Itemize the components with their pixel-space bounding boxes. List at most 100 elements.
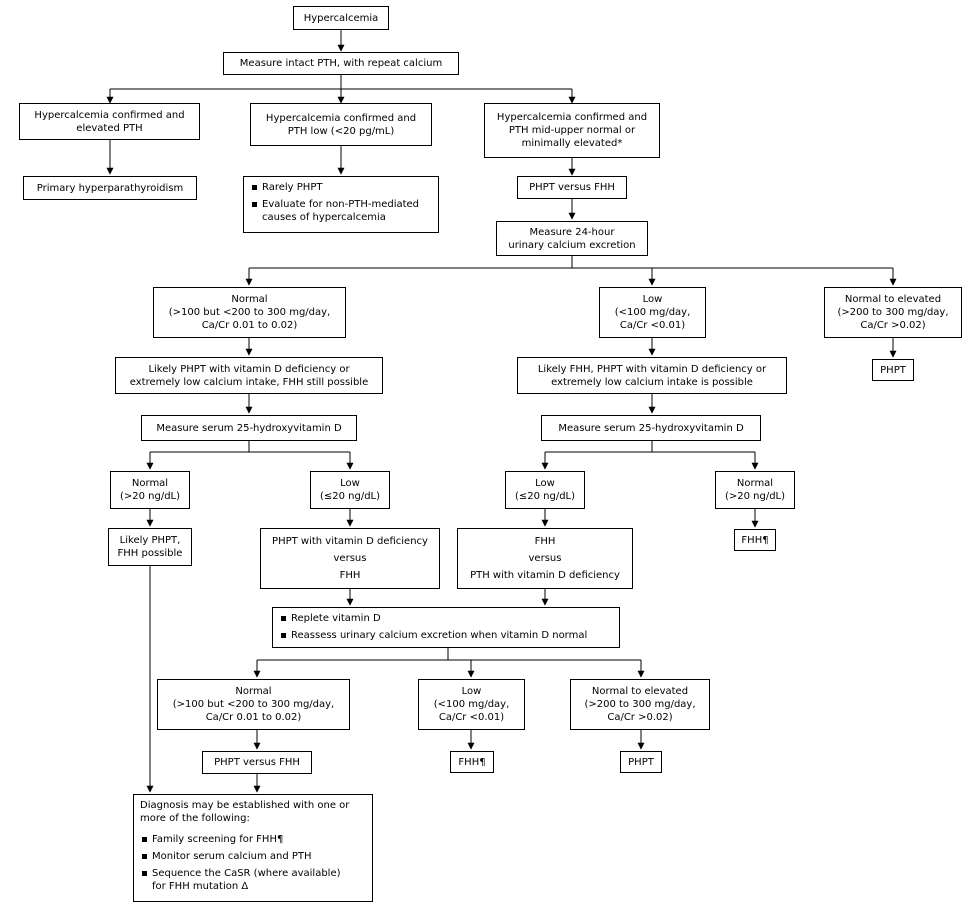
replete-vitamin-d-box: Replete vitamin D Reassess urinary calci… — [272, 607, 620, 648]
sequence-casr-line-1: Sequence the CaSR (where available) — [152, 868, 341, 879]
urinary-normal-elevated-2-line-2: (>200 to 300 mg/day, — [584, 699, 696, 710]
measure-25oh-vitd-box-1: Measure serum 25-hydroxyvitamin D — [141, 415, 357, 441]
urinary-low-2-line-3: Ca/Cr <0.01) — [438, 712, 505, 723]
vitd-low-1-line-1: Low — [340, 478, 360, 489]
measure-24h-urinary-calcium-box: Measure 24-hour urinary calcium excretio… — [496, 221, 648, 256]
urinary-normal-box-2: Normal (>100 but <200 to 300 mg/day, Ca/… — [157, 679, 350, 730]
phpt-versus-fhh-text-2: PHPT versus FHH — [214, 757, 300, 768]
diagnosis-intro-line-1: Diagnosis may be established with one or — [140, 800, 350, 811]
phpt-versus-fhh-box-2: PHPT versus FHH — [202, 751, 312, 774]
urinary-normal-1-line-3: Ca/Cr 0.01 to 0.02) — [201, 320, 298, 331]
phpt-text-2: PHPT — [628, 756, 654, 768]
confirmed-mid-line-1: Hypercalcemia confirmed and — [496, 112, 648, 123]
confirmed-mid-line-2: PTH mid-upper normal or — [508, 125, 636, 136]
diagnosis-box: Diagnosis may be established with one or… — [133, 794, 373, 902]
evaluate-line-2: causes of hypercalcemia — [262, 212, 386, 223]
fhh-text-2: FHH¶ — [458, 756, 486, 768]
confirmed-mid-pth-box: Hypercalcemia confirmed and PTH mid-uppe… — [484, 103, 660, 158]
phpt-versus-fhh-text-1: PHPT versus FHH — [529, 182, 615, 193]
rarely-phpt-text: Rarely PHPT — [262, 182, 323, 193]
urinary-low-1-line-1: Low — [642, 294, 663, 305]
family-screening-text: Family screening for FHH¶ — [152, 834, 284, 845]
fhh-versus-pth-vitd-line-2: versus — [528, 553, 562, 564]
urinary-low-1-line-2: (<100 mg/day, — [614, 307, 691, 318]
vitd-normal-2-line-2: (>20 ng/dL) — [724, 491, 786, 502]
bullet-item: Sequence the CaSR (where available) for … — [140, 867, 341, 893]
urinary-low-box-2: Low (<100 mg/day, Ca/Cr <0.01) — [418, 679, 525, 730]
fhh-versus-pth-vitd-box: FHH versus PTH with vitamin D deficiency — [457, 528, 633, 589]
reassess-text: Reassess urinary calcium excretion when … — [291, 630, 588, 641]
phpt-text-1: PHPT — [880, 364, 906, 376]
urinary-normal-2-line-1: Normal — [235, 686, 272, 697]
urinary-normal-elevated-box-2: Normal to elevated (>200 to 300 mg/day, … — [570, 679, 710, 730]
phpt-box-1: PHPT — [872, 359, 914, 381]
likely-fhh-vitd-line-2: extremely low calcium intake is possible — [551, 376, 753, 388]
likely-phpt-vitd-line-2: extremely low calcium intake, FHH still … — [129, 376, 369, 388]
urinary-normal-elevated-1-line-2: (>200 to 300 mg/day, — [837, 307, 949, 318]
rarely-phpt-box: Rarely PHPT Evaluate for non-PTH-mediate… — [243, 176, 439, 233]
urinary-low-2-line-1: Low — [461, 686, 482, 697]
monitor-serum-text: Monitor serum calcium and PTH — [152, 851, 312, 862]
primary-hyperparathyroidism-box: Primary hyperparathyroidism — [23, 176, 197, 200]
confirmed-low-line-2: PTH low (<20 pg/mL) — [287, 125, 395, 137]
measure-25oh-text-2: Measure serum 25-hydroxyvitamin D — [558, 422, 744, 434]
urinary-low-2-line-2: (<100 mg/day, — [433, 699, 510, 710]
measure-pth-box: Measure intact PTH, with repeat calcium — [223, 52, 459, 75]
bullet-item: Reassess urinary calcium excretion when … — [279, 629, 587, 642]
urinary-normal-1-line-1: Normal — [231, 294, 268, 305]
fhh-text-1: FHH¶ — [741, 534, 769, 546]
vitd-normal-1-line-1: Normal — [131, 478, 169, 489]
measure-pth-text: Measure intact PTH, with repeat calcium — [239, 58, 443, 69]
primary-hyperparathyroidism-text: Primary hyperparathyroidism — [36, 182, 184, 194]
fhh-box-1: FHH¶ — [734, 529, 776, 551]
urinary-normal-elevated-2-line-3: Ca/Cr >0.02) — [607, 712, 673, 723]
urinary-normal-elevated-box-1: Normal to elevated (>200 to 300 mg/day, … — [824, 287, 962, 338]
measure-25oh-text-1: Measure serum 25-hydroxyvitamin D — [156, 422, 342, 434]
replete-text: Replete vitamin D — [291, 613, 381, 624]
bullet-item: Replete vitamin D — [279, 612, 381, 625]
vitd-normal-box-1: Normal (>20 ng/dL) — [110, 471, 190, 509]
vitd-low-box-1: Low (≤20 ng/dL) — [310, 471, 390, 509]
vitd-low-1-line-2: (≤20 ng/dL) — [319, 491, 381, 502]
confirmed-mid-line-3: minimally elevated* — [521, 138, 623, 149]
vitd-low-2-line-2: (≤20 ng/dL) — [514, 491, 576, 502]
phpt-vitd-versus-fhh-line-2: versus — [333, 553, 367, 564]
likely-phpt-fhh-line-2: FHH possible — [117, 548, 183, 559]
vitd-low-2-line-1: Low — [535, 478, 555, 489]
confirmed-low-line-1: Hypercalcemia confirmed and — [265, 112, 417, 124]
fhh-versus-pth-vitd-line-1: FHH — [534, 536, 556, 547]
diagnosis-intro-line-2: more of the following: — [140, 813, 250, 824]
hypercalcemia-text: Hypercalcemia — [303, 12, 379, 24]
likely-phpt-vitd-box: Likely PHPT with vitamin D deficiency or… — [115, 357, 383, 394]
confirmed-low-pth-box: Hypercalcemia confirmed and PTH low (<20… — [250, 103, 432, 146]
bullet-item: Family screening for FHH¶ — [140, 833, 283, 846]
confirmed-elevated-pth-box: Hypercalcemia confirmed and elevated PTH — [19, 103, 200, 140]
measure-24h-line-1: Measure 24-hour — [529, 226, 615, 238]
phpt-box-2: PHPT — [620, 751, 662, 773]
bullet-item: Rarely PHPT — [250, 181, 322, 194]
phpt-vitd-versus-fhh-box: PHPT with vitamin D deficiency versus FH… — [260, 528, 440, 589]
hypercalcemia-box: Hypercalcemia — [293, 6, 389, 30]
vitd-normal-box-2: Normal (>20 ng/dL) — [715, 471, 795, 509]
urinary-normal-1-line-2: (>100 but <200 to 300 mg/day, — [168, 307, 331, 318]
likely-fhh-vitd-box: Likely FHH, PHPT with vitamin D deficien… — [517, 357, 787, 394]
urinary-normal-elevated-1-line-1: Normal to elevated — [844, 294, 942, 305]
vitd-low-box-2: Low (≤20 ng/dL) — [505, 471, 585, 509]
measure-25oh-vitd-box-2: Measure serum 25-hydroxyvitamin D — [541, 415, 761, 441]
urinary-normal-elevated-1-line-3: Ca/Cr >0.02) — [860, 320, 926, 331]
bullet-item: Evaluate for non-PTH-mediated causes of … — [250, 198, 419, 224]
phpt-versus-fhh-box-1: PHPT versus FHH — [517, 176, 627, 199]
fhh-versus-pth-vitd-line-3: PTH with vitamin D deficiency — [470, 570, 620, 581]
bullet-item: Monitor serum calcium and PTH — [140, 850, 312, 863]
urinary-normal-box-1: Normal (>100 but <200 to 300 mg/day, Ca/… — [153, 287, 346, 338]
urinary-low-box-1: Low (<100 mg/day, Ca/Cr <0.01) — [599, 287, 706, 338]
urinary-low-1-line-3: Ca/Cr <0.01) — [619, 320, 686, 331]
confirmed-elevated-line-2: elevated PTH — [76, 122, 143, 134]
measure-24h-line-2: urinary calcium excretion — [508, 239, 636, 251]
evaluate-line-1: Evaluate for non-PTH-mediated — [262, 199, 420, 210]
likely-fhh-vitd-line-1: Likely FHH, PHPT with vitamin D deficien… — [537, 363, 767, 375]
likely-phpt-vitd-line-1: Likely PHPT with vitamin D deficiency or — [148, 363, 350, 375]
urinary-normal-2-line-3: Ca/Cr 0.01 to 0.02) — [205, 712, 302, 723]
sequence-casr-line-2: for FHH mutation Δ — [152, 881, 249, 892]
